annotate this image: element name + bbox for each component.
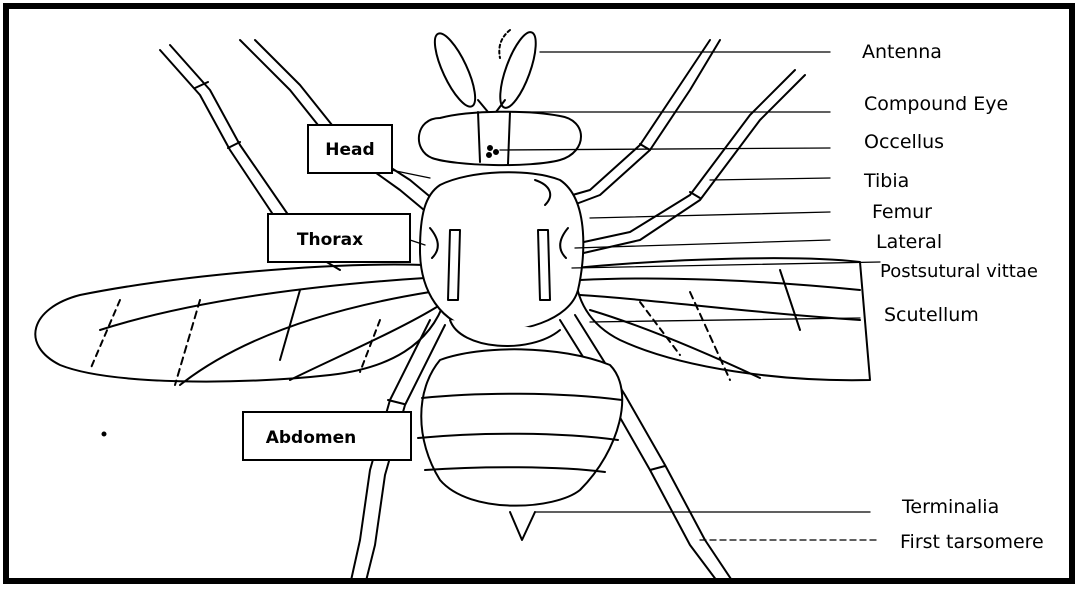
first-tarsomere-label: First tarsomere	[900, 531, 1044, 553]
abdomen-label: Abdomen	[266, 428, 357, 448]
head-label-box: Head	[308, 125, 392, 173]
head-label: Head	[325, 140, 374, 160]
antenna-label: Antenna	[862, 41, 942, 63]
postsutural-vittae-label: Postsutural vittae	[880, 261, 1038, 282]
stray-dot	[103, 433, 106, 436]
terminalia-label: Terminalia	[901, 496, 999, 518]
head-shape	[419, 112, 581, 165]
lateral-label: Lateral	[876, 231, 942, 253]
abdomen-label-box: Abdomen	[243, 412, 411, 460]
thorax-shape	[420, 172, 583, 331]
thorax-label-box: Thorax	[268, 214, 410, 262]
thorax-label: Thorax	[297, 230, 363, 250]
scutellum-label: Scutellum	[884, 304, 979, 326]
femur-label: Femur	[872, 201, 932, 223]
tibia-label: Tibia	[863, 170, 909, 192]
occellus-label: Occellus	[864, 131, 944, 153]
compound-eye-label: Compound Eye	[864, 93, 1008, 115]
